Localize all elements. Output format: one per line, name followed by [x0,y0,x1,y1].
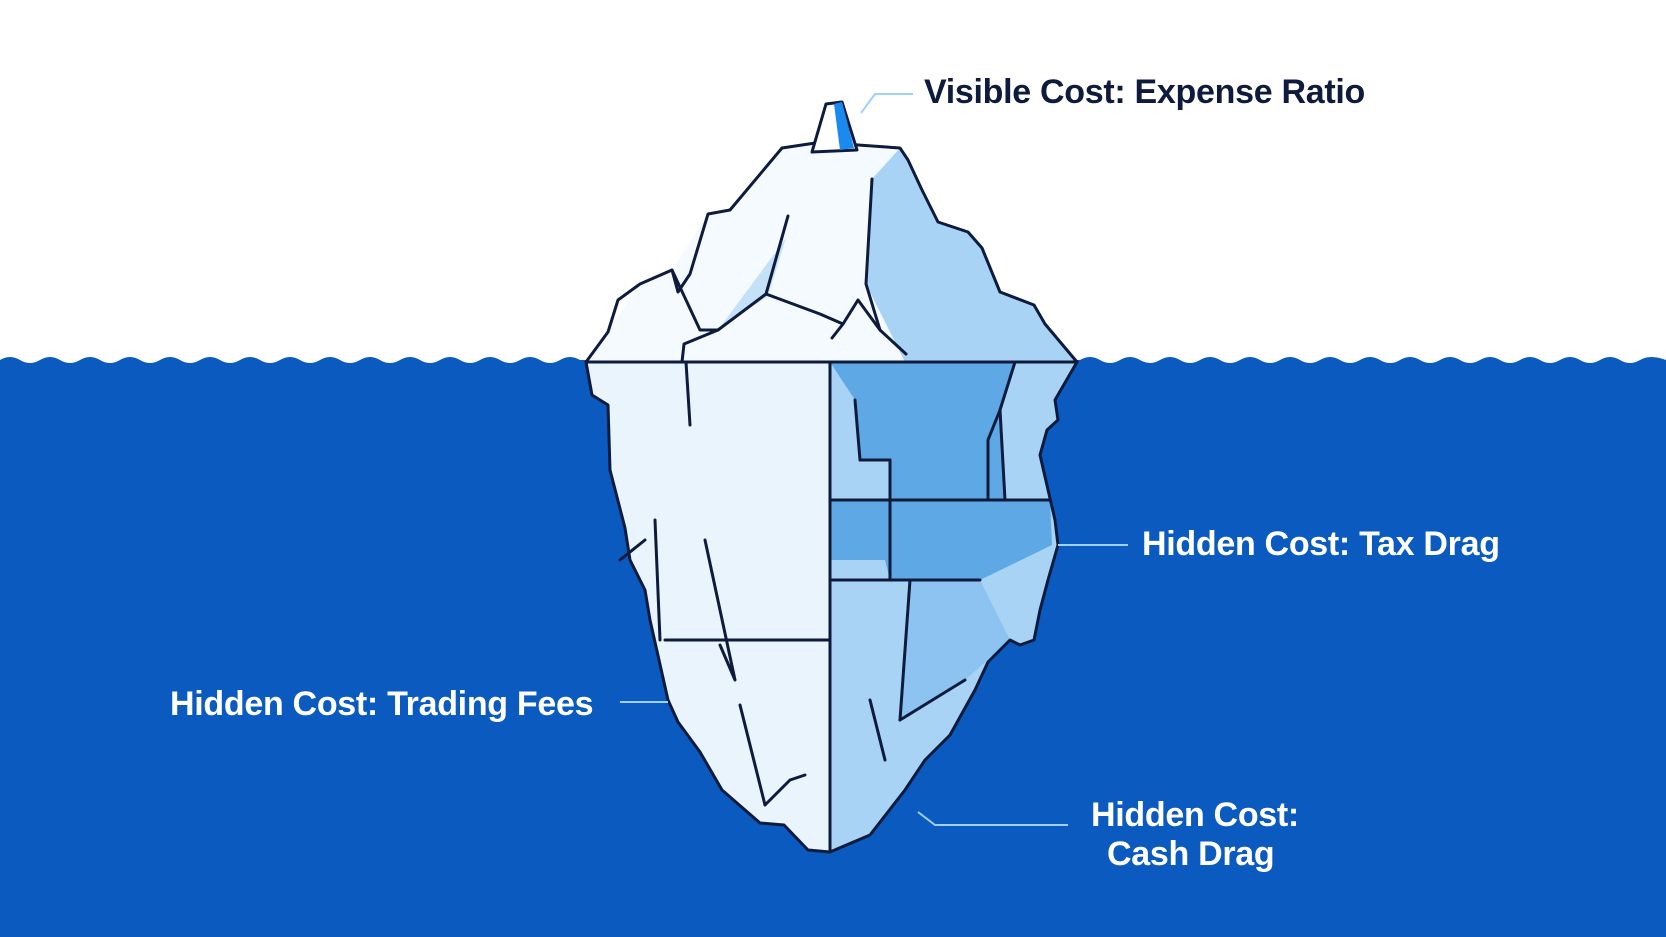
iceberg-deep-block-mid [830,500,1052,580]
tax-drag-label: Hidden Cost: Tax Drag [1142,525,1500,563]
iceberg-top-shadow-left [718,238,786,330]
leader-line-cash-drag [917,811,1068,826]
visible-cost-label: Visible Cost: Expense Ratio [924,73,1365,111]
iceberg-top-facets [670,177,908,364]
iceberg-tip-highlight [834,102,854,150]
iceberg-deep-block-top [830,362,1015,500]
leader-line-visible-cost [860,93,913,114]
cash-drag-label: Hidden Cost: Cash Drag [1091,796,1299,874]
iceberg-top-left-face [586,142,905,362]
leader-lines [620,93,1128,826]
cash-drag-label-line2: Cash Drag [1107,835,1275,873]
cash-drag-label-line1: Hidden Cost: [1091,796,1299,834]
trading-fees-label: Hidden Cost: Trading Fees [170,685,594,723]
iceberg [584,100,1079,854]
iceberg-underwater-facets [618,360,1052,854]
iceberg-deep-block-low [900,580,1010,720]
iceberg-underwater-left [586,362,830,852]
iceberg-top-right-face [866,148,1077,362]
